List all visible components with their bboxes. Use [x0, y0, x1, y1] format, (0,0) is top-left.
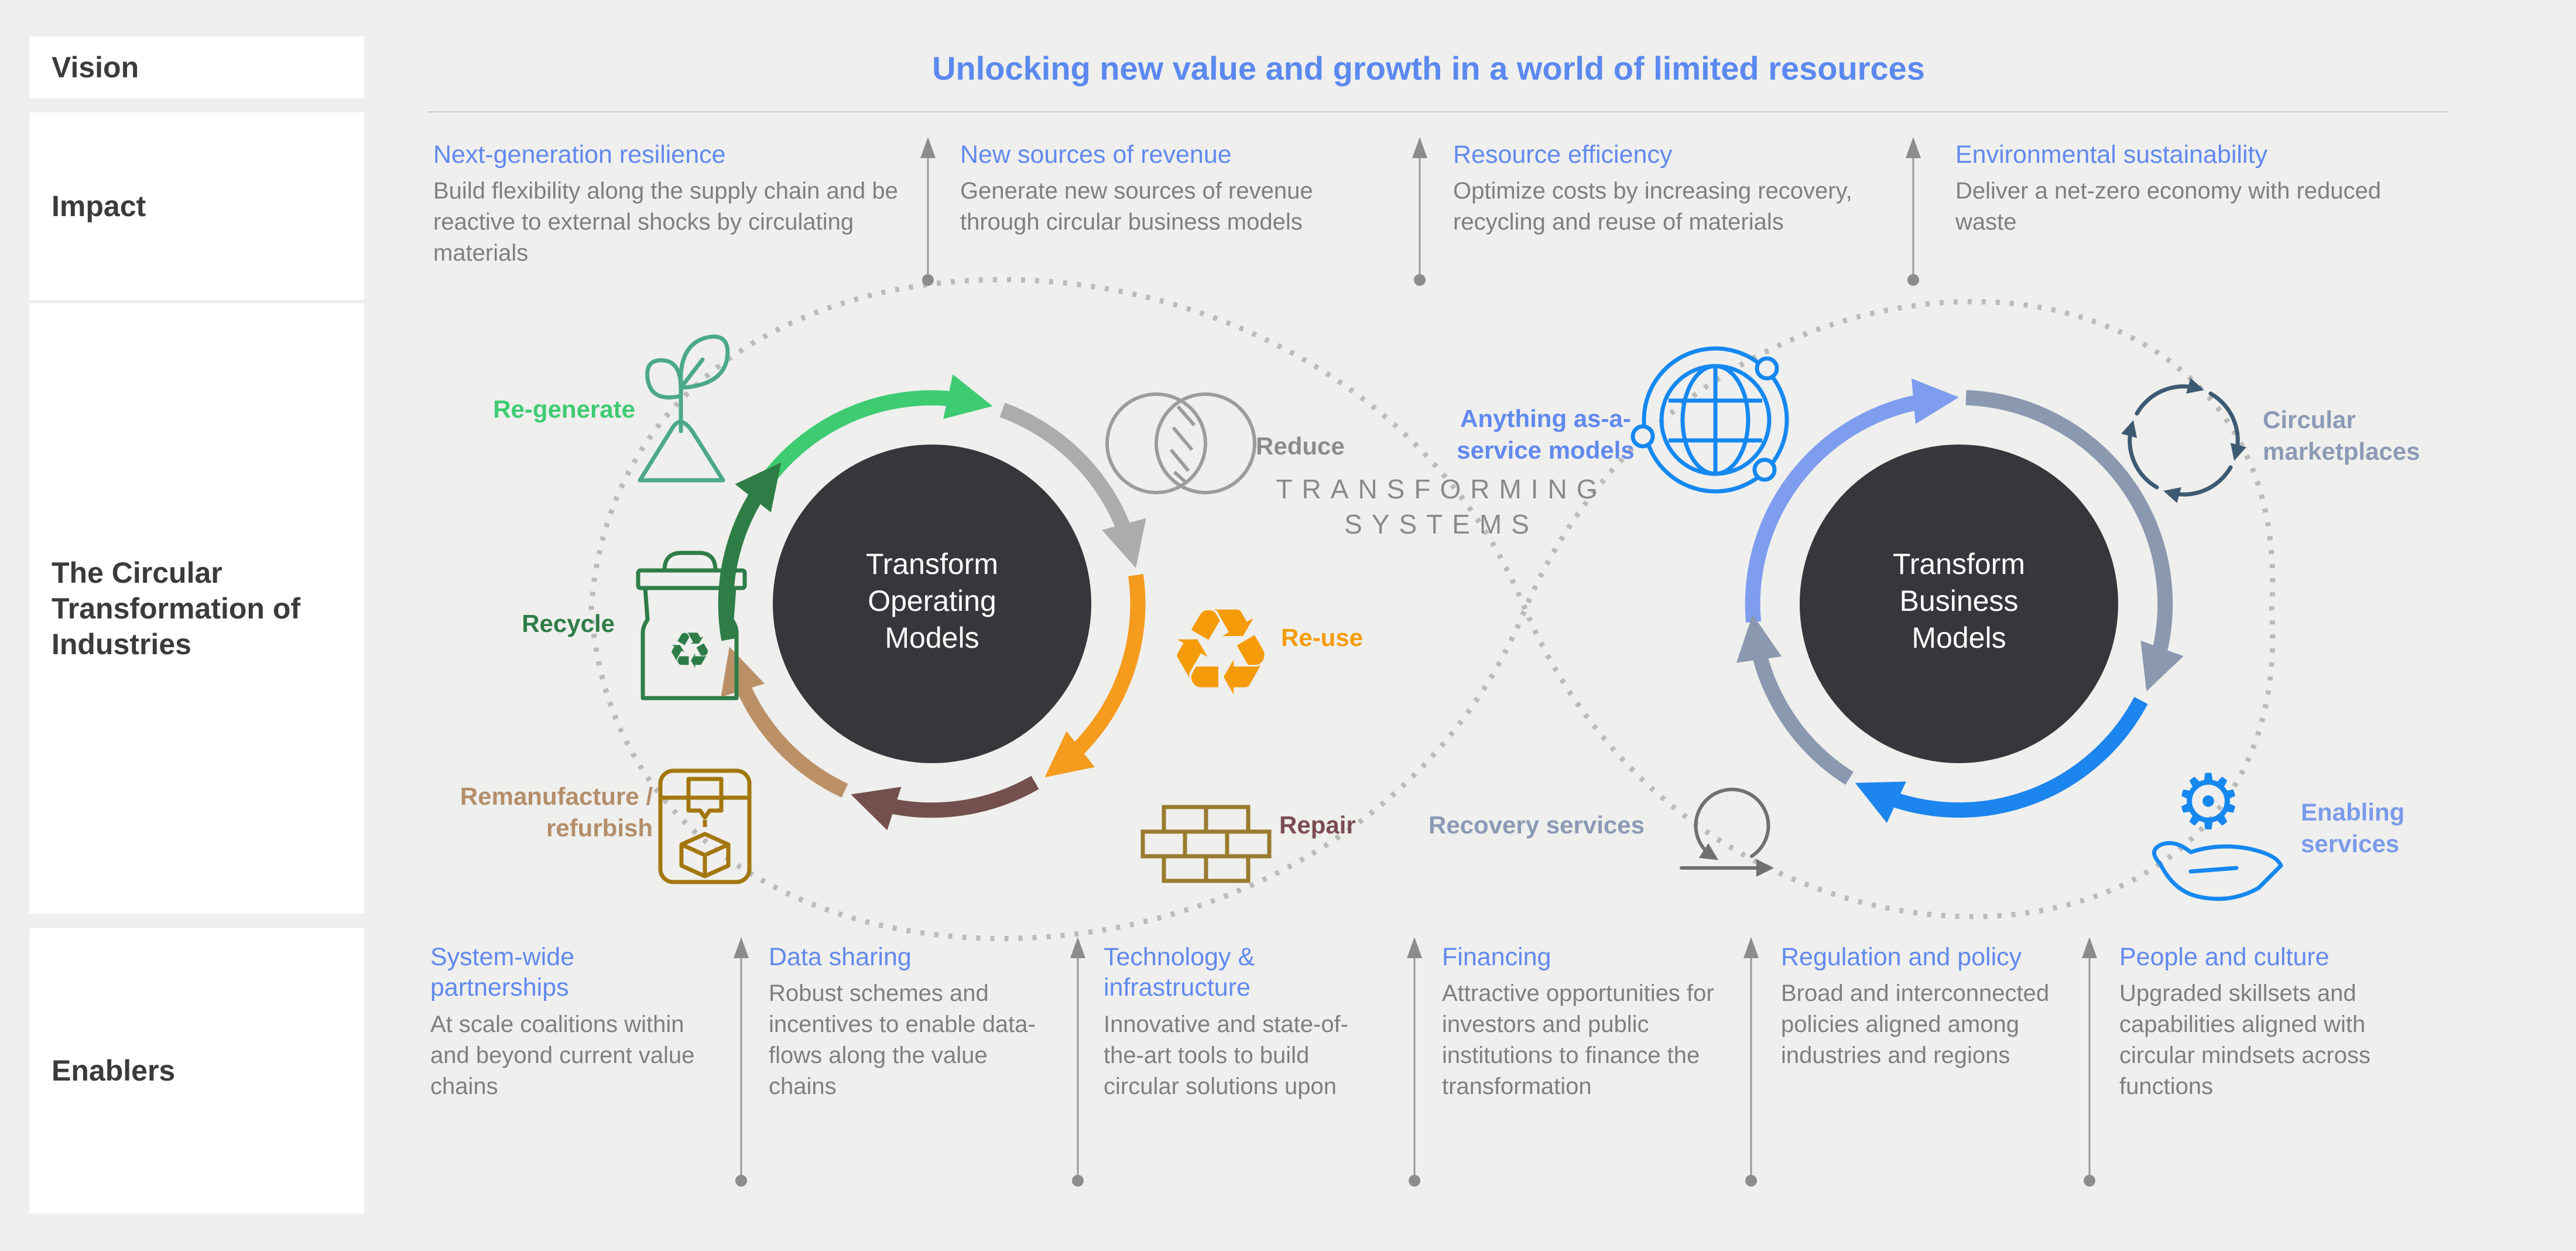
circular-marketplaces-icon: [2121, 378, 2246, 503]
enabler-heading: System-wide partnerships: [430, 943, 575, 1002]
bricks-repair-icon: [1140, 805, 1272, 883]
enabler-heading: Technology & infrastructure: [1104, 943, 1255, 1002]
enabler-body: Broad and interconnected policies aligne…: [1781, 980, 2050, 1069]
enabler-item: System-wide partnerships At scale coalit…: [430, 942, 729, 1102]
svg-text:⚙: ⚙: [2174, 757, 2243, 846]
enabler-heading: Regulation and policy: [1781, 943, 2022, 971]
enabler-body: Upgraded skillsets and capabilities alig…: [2119, 980, 2371, 1099]
sidebar-label: Impact: [52, 189, 146, 223]
enabler-item: Technology & infrastructure Innovative a…: [1104, 942, 1385, 1102]
page-title: Unlocking new value and growth in a worl…: [932, 50, 1925, 87]
impact-heading: Resource efficiency: [1453, 141, 1673, 169]
impact-item: Environmental sustainability Deliver a n…: [1955, 139, 2424, 238]
enabler-body: Robust schemes and incentives to enable …: [769, 980, 1036, 1099]
impact-body: Optimize costs by increasing recovery, r…: [1453, 178, 1852, 235]
enabler-heading: Financing: [1442, 943, 1551, 971]
impact-body: Build flexibility along the supply chain…: [433, 178, 898, 266]
left-hub-label: Transform Operating Models: [866, 548, 998, 654]
enabler-item: Financing Attractive opportunities for i…: [1442, 942, 1743, 1102]
impact-heading: Next-generation resilience: [433, 141, 726, 169]
reuse-recycle-icon: ♻: [1167, 583, 1275, 723]
impact-item: Next-generation resilience Build flexibi…: [433, 139, 948, 269]
impact-heading: Environmental sustainability: [1955, 141, 2267, 169]
reuse-label: Re-use: [1281, 624, 1364, 651]
enabler-body: Attractive opportunities for investors a…: [1442, 980, 1714, 1099]
sidebar-row-enablers: Enablers: [29, 928, 364, 1214]
gear-hand-icon: ⚙: [2152, 757, 2283, 901]
right-hub-label: Transform Business Models: [1893, 548, 2025, 654]
enabler-body: At scale coalitions within and beyond cu…: [430, 1011, 695, 1099]
sidebar-row-circular-transformation: The Circular Transformation of Industrie…: [29, 303, 364, 914]
circular-marketplaces-label: Circular marketplaces: [2263, 406, 2420, 465]
sidebar-label: Vision: [52, 50, 139, 84]
enabler-heading: People and culture: [2119, 943, 2330, 971]
regenerate-label: Re-generate: [493, 395, 635, 423]
svg-text:♻: ♻: [667, 622, 712, 680]
enabler-heading: Data sharing: [769, 943, 912, 971]
impact-item: New sources of revenue Generate new sour…: [960, 139, 1347, 238]
impact-body: Deliver a net-zero economy with reduced …: [1955, 178, 2382, 235]
sidebar-label: Enablers: [52, 1054, 176, 1087]
recycle-bin-icon: ♻: [636, 551, 747, 700]
transforming-systems-label: TRANSFORMING SYSTEMS: [1276, 474, 1607, 539]
impact-heading: New sources of revenue: [960, 141, 1232, 169]
recovery-services-label: Recovery services: [1429, 811, 1645, 839]
impact-body: Generate new sources of revenue through …: [960, 178, 1313, 235]
recycle-label: Recycle: [522, 610, 615, 637]
sidebar-label: The Circular Transformation of Industrie…: [52, 556, 301, 661]
sidebar-row-impact: Impact: [29, 112, 364, 300]
anything-as-a-service-label: Anything as-a- service models: [1457, 405, 1635, 464]
impact-item: Resource efficiency Optimize costs by in…: [1453, 139, 1889, 238]
title-divider: [427, 111, 2447, 112]
repair-label: Repair: [1279, 811, 1356, 839]
recovery-loop-icon: [1680, 787, 1774, 877]
sidebar-row-vision: Vision: [29, 36, 364, 98]
enabler-item: Data sharing Robust schemes and incentiv…: [769, 942, 1061, 1102]
printer-remanufacture-icon: [658, 768, 752, 884]
seedling-icon: [638, 334, 730, 483]
reduce-venn-icon: [1105, 392, 1256, 494]
enabler-item: People and culture Upgraded skillsets an…: [2119, 942, 2412, 1102]
remanufacture-label: Remanufacture / refurbish: [460, 782, 653, 842]
reduce-label: Reduce: [1256, 432, 1345, 460]
enabling-services-label: Enabling services: [2301, 798, 2405, 857]
enabler-item: Regulation and policy Broad and intercon…: [1781, 942, 2074, 1071]
enabler-body: Innovative and state-of-the-art tools to…: [1104, 1011, 1349, 1099]
